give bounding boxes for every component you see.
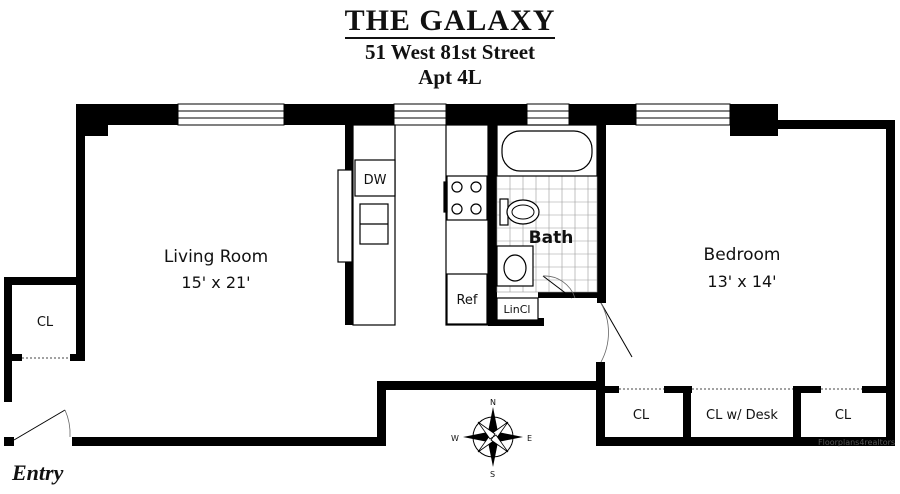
closet-entry-label: CL xyxy=(37,315,54,330)
windows xyxy=(177,103,731,126)
compass-e: E xyxy=(527,434,532,443)
bedroom-name: Bedroom xyxy=(704,245,781,265)
closet-desk-label: CL w/ Desk xyxy=(706,408,778,423)
living-room-size: 15' x 21' xyxy=(181,273,250,292)
linen-closet-label: LinCl xyxy=(504,303,531,316)
kitchen xyxy=(337,124,539,326)
stove xyxy=(446,175,488,221)
building-name: THE GALAXY xyxy=(344,4,556,39)
credit-watermark: Floorplans4realtors xyxy=(818,438,896,447)
address: 51 West 81st Street xyxy=(364,40,536,64)
doors xyxy=(13,302,633,441)
dishwasher-label: DW xyxy=(364,173,387,188)
bathroom xyxy=(496,124,598,299)
compass-s: S xyxy=(490,470,495,479)
compass-w: W xyxy=(451,434,459,443)
bath-door xyxy=(542,275,573,299)
linen-closet xyxy=(496,297,539,321)
bedroom-door xyxy=(600,302,633,358)
refrigerator-label: Ref xyxy=(456,293,477,308)
compass-n: N xyxy=(490,398,496,407)
living-room-name: Living Room xyxy=(164,247,268,267)
entry-label: Entry xyxy=(12,460,64,485)
dishwasher xyxy=(354,159,396,197)
refrigerator xyxy=(446,273,488,325)
closet-2-label: CL xyxy=(835,408,852,423)
closet-lines xyxy=(22,357,862,390)
bedroom-size: 13' x 14' xyxy=(707,272,776,291)
entry-door xyxy=(13,409,66,441)
compass-rose: N S E W xyxy=(451,398,532,479)
bath-name: Bath xyxy=(529,228,574,248)
closet-1-label: CL xyxy=(633,408,650,423)
unit-number: Apt 4L xyxy=(418,65,482,89)
building-title: THE GALAXY xyxy=(0,4,900,39)
kitchen-counter-left xyxy=(337,169,353,263)
interior-walls xyxy=(345,125,890,441)
